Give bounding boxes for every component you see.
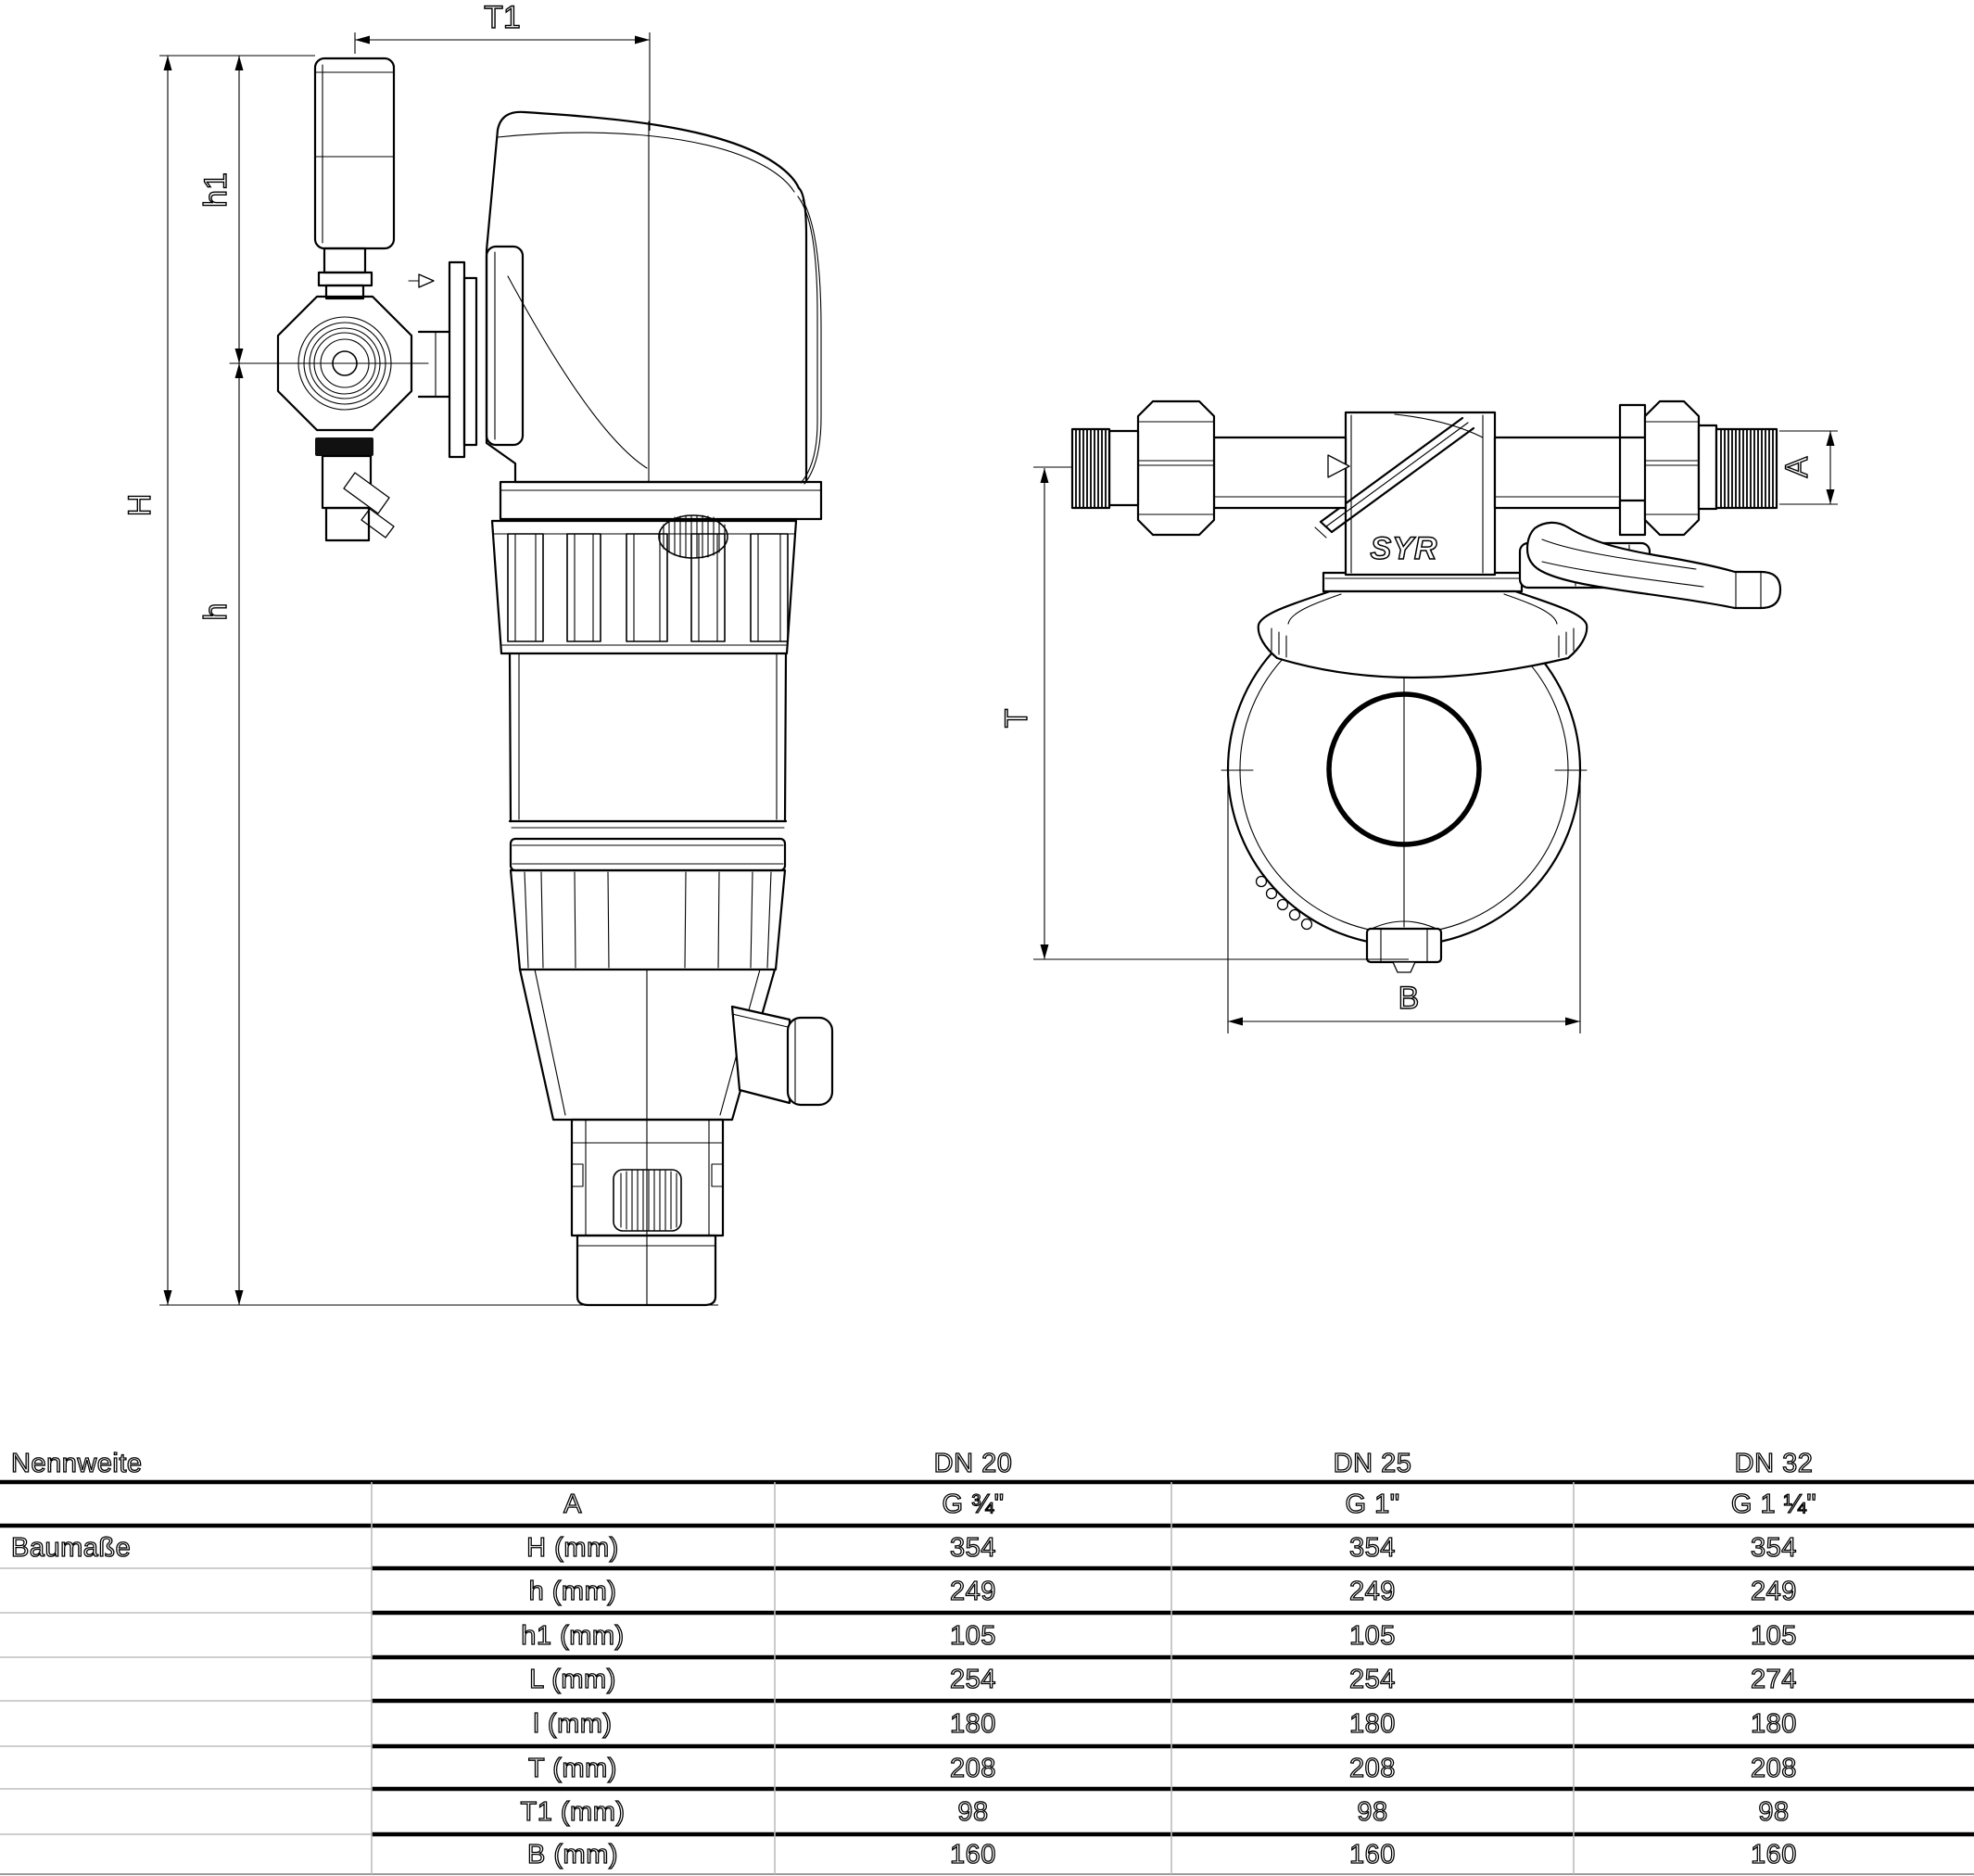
dim-label-H: H [122, 494, 158, 517]
left-thread-nipple [1070, 427, 1111, 510]
left-side-view: T1 H h1 h [121, 0, 834, 1307]
central-body: SYR [1314, 411, 1497, 577]
table-row-label: l (mm) [533, 1709, 612, 1739]
dim-label-h: h [198, 603, 234, 621]
table-cell: 180 [1751, 1709, 1797, 1739]
syr-logo: SYR [1371, 531, 1438, 566]
bottom-fitting [570, 969, 725, 1307]
table-row-label: B (mm) [527, 1840, 618, 1870]
table-row-label: L (mm) [529, 1665, 616, 1694]
flow-arrow-icon [1327, 454, 1350, 478]
right-pipe [1493, 399, 1778, 537]
dimension-H: H [121, 56, 172, 1305]
table-header-dn32: DN 32 [1735, 1449, 1814, 1478]
right-thread-nipple [1715, 427, 1778, 510]
drain-valve [315, 437, 395, 542]
left-pipe [1070, 399, 1350, 537]
table-cell: 105 [1349, 1621, 1396, 1651]
table-cell: 160 [950, 1840, 996, 1870]
table-cell: 180 [1349, 1709, 1396, 1739]
table-cell: 160 [1751, 1840, 1797, 1870]
table-cell: 254 [1349, 1665, 1396, 1694]
outlet-spout [730, 1005, 834, 1107]
row-separators [0, 1565, 1974, 1875]
table-cell: 354 [1751, 1533, 1797, 1563]
table-cell: 249 [950, 1577, 996, 1606]
dimension-B: B [1227, 771, 1581, 1033]
dimension-A: A [1778, 430, 1838, 505]
dim-label-T: T [999, 709, 1034, 729]
filter-head [485, 110, 823, 559]
table-cell: 254 [950, 1665, 996, 1694]
table-cell: 249 [1349, 1577, 1396, 1606]
table-cell: 274 [1751, 1665, 1797, 1694]
dimension-T1: T1 [354, 0, 651, 131]
table-group-baumasse: Baumaße [11, 1533, 131, 1563]
dim-label-A: A [1779, 456, 1815, 477]
table-cell: 98 [1357, 1797, 1387, 1827]
table-cell: 98 [957, 1797, 988, 1827]
pressure-gauge [313, 57, 396, 300]
table-cell: 249 [1751, 1577, 1797, 1606]
table-cell: 208 [1349, 1754, 1396, 1783]
dim-label-h1: h1 [198, 172, 234, 208]
table-cell: 208 [1751, 1754, 1797, 1783]
extension-lines-left [159, 55, 718, 1306]
table-row-label: H (mm) [526, 1533, 619, 1563]
table-cell: G 1" [1345, 1489, 1399, 1519]
dome-collar [1257, 571, 1588, 679]
table-row-label: T (mm) [528, 1754, 617, 1783]
front-dome [1221, 591, 1588, 973]
table-header-nennweite: Nennweite [11, 1449, 143, 1478]
spec-table: Nennweite DN 20 DN 25 DN 32 A G ¾" G 1" … [0, 1448, 1974, 1875]
ratchet-teeth [1255, 875, 1313, 931]
crown-ring [490, 519, 798, 655]
table-row-label: h1 (mm) [521, 1621, 624, 1651]
table-cell: 160 [1349, 1840, 1396, 1870]
table-cell: 354 [1349, 1533, 1396, 1563]
dim-label-B: B [1398, 981, 1420, 1016]
table-cell: 98 [1758, 1797, 1789, 1827]
table-row-label: A [563, 1489, 582, 1519]
table-cell: 180 [950, 1709, 996, 1739]
inlet-union [408, 260, 478, 459]
column-separators [371, 1482, 1575, 1874]
filter-bowl [508, 652, 788, 872]
flow-arrow-icon [408, 273, 435, 288]
right-front-view: SYR [998, 399, 1838, 1033]
dim-label-t1: T1 [484, 0, 521, 35]
table-cell: G 1 ¼" [1731, 1489, 1816, 1519]
bottom-drain-plug [1365, 920, 1443, 973]
table-cell: 105 [950, 1621, 996, 1651]
table-header-dn25: DN 25 [1334, 1449, 1412, 1478]
table-cell: G ¾" [942, 1489, 1004, 1519]
table-row-label: T1 (mm) [520, 1797, 625, 1827]
table-cell: 208 [950, 1754, 996, 1783]
dimension-T: T [998, 466, 1409, 960]
table-row-label: h (mm) [529, 1577, 617, 1606]
dimension-h1-h: h1 h [197, 56, 244, 1305]
table-cell: 105 [1751, 1621, 1797, 1651]
table-header-dn20: DN 20 [934, 1449, 1013, 1478]
backwash-handle [1518, 521, 1782, 610]
table-cell: 354 [950, 1533, 996, 1563]
